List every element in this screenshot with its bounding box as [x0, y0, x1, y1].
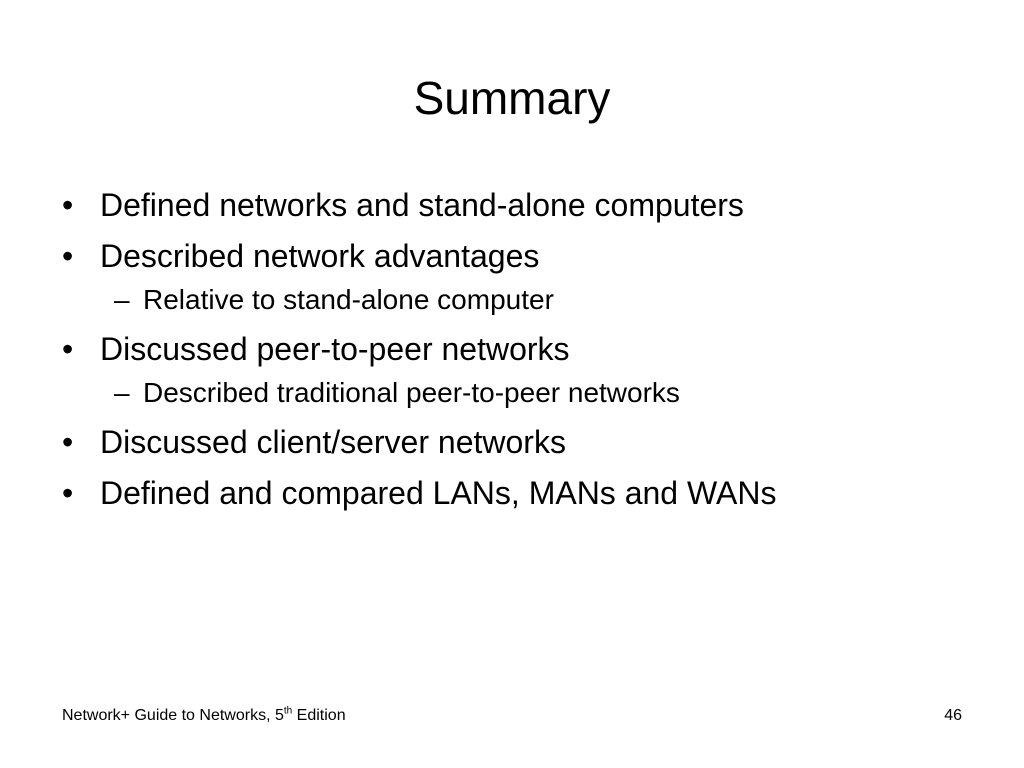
sub-bullet-mark: –	[114, 284, 130, 315]
sub-bullet-item: – Described traditional peer-to-peer net…	[62, 375, 1002, 411]
sub-bullet-text: Described traditional peer-to-peer netwo…	[143, 377, 680, 408]
footer-book-prefix: Network+ Guide to Networks, 5	[62, 707, 284, 724]
sub-bullet-mark: –	[114, 377, 130, 408]
bullet-item: • Defined and compared LANs, MANs and WA…	[62, 472, 1002, 514]
sub-bullet-item: – Relative to stand-alone computer	[62, 282, 1002, 318]
footer-book-title: Network+ Guide to Networks, 5th Edition	[62, 706, 346, 726]
bullet-item: • Discussed client/server networks	[62, 421, 1002, 463]
bullet-item: • Defined networks and stand-alone compu…	[62, 184, 1002, 226]
footer-book-suffix: Edition	[292, 707, 346, 724]
bullet-text: Discussed client/server networks	[100, 424, 566, 460]
bullet-text: Defined networks and stand-alone compute…	[100, 187, 744, 223]
bullet-mark: •	[62, 331, 74, 367]
bullet-mark: •	[62, 424, 74, 460]
bullet-mark: •	[62, 238, 74, 274]
bullet-text: Described network advantages	[100, 238, 540, 274]
bullet-mark: •	[62, 187, 74, 223]
bullet-item: • Described network advantages	[62, 235, 1002, 277]
bullet-mark: •	[62, 475, 74, 511]
page-number: 46	[944, 707, 962, 724]
slide-title: Summary	[413, 72, 611, 124]
sub-bullet-text: Relative to stand-alone computer	[143, 284, 554, 315]
bullet-text: Defined and compared LANs, MANs and WANs	[100, 475, 777, 511]
summary-bullet-list: • Defined networks and stand-alone compu…	[62, 184, 1002, 523]
footer-book-sup: th	[283, 705, 293, 717]
bullet-text: Discussed peer-to-peer networks	[100, 331, 570, 367]
bullet-item: • Discussed peer-to-peer networks	[62, 328, 1002, 370]
